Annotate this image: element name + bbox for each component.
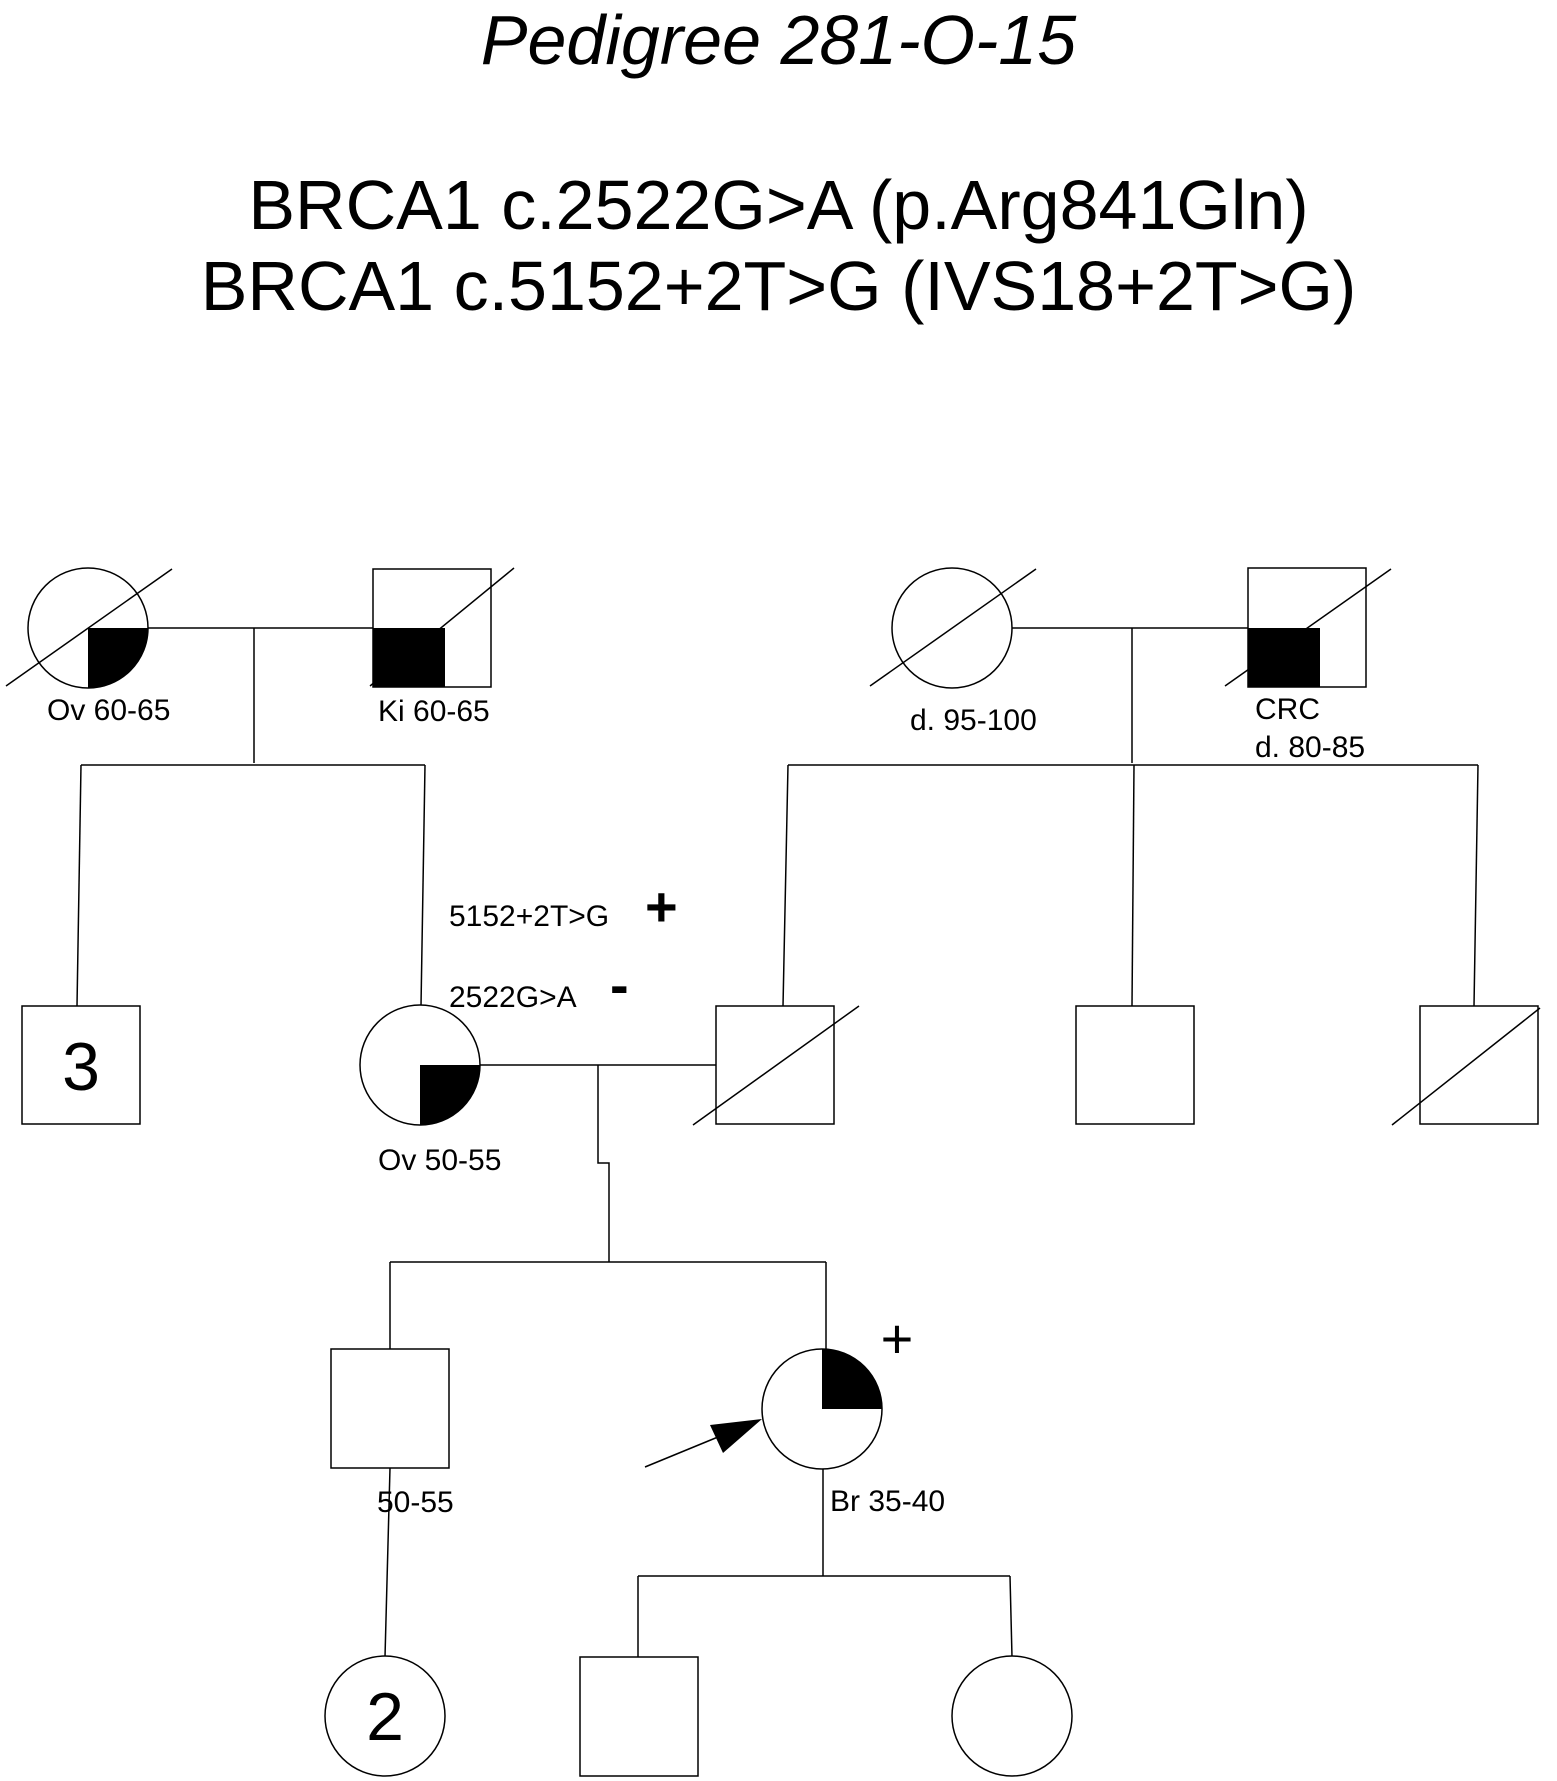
deceased-line	[5, 568, 173, 687]
brother-daughters-symbol: 2	[324, 1655, 446, 1777]
variant-line-1: BRCA1 c.2522G>A (p.Arg841Gln)	[248, 166, 1309, 244]
proband-daughter-symbol	[951, 1655, 1073, 1777]
mother-label: Ov 50-55	[378, 1144, 501, 1177]
proband-arrow-icon	[644, 1419, 762, 1468]
mother-test2-result: -	[610, 953, 629, 1016]
maternal-grandmother-label: Ov 60-65	[47, 694, 170, 727]
deceased-line	[1224, 568, 1392, 687]
brother-symbol	[330, 1348, 450, 1469]
paternal-grandfather-label-line2: d. 80-85	[1255, 731, 1365, 764]
maternal-grandfather-symbol	[369, 567, 515, 688]
paternal-uncle-1-symbol	[1075, 1005, 1195, 1125]
pedigree-title: Pedigree 281-O-15	[480, 1, 1077, 79]
brother-label: 50-55	[377, 1486, 454, 1519]
father-symbol	[692, 1005, 860, 1126]
descent-to-mother	[420, 764, 426, 1007]
paternal-grandfather-label-line1: CRC	[1255, 693, 1320, 726]
descent-to-nieces	[384, 1467, 391, 1658]
deceased-line	[1391, 1007, 1541, 1126]
descent-to-uncle-1	[1131, 764, 1135, 1007]
mother-test1-result: +	[645, 875, 678, 938]
mother-test2-variant: 2522G>A	[449, 981, 577, 1014]
paternal-grandfather-symbol	[1224, 567, 1392, 688]
maternal-grandmother-symbol	[5, 567, 173, 689]
connector-lines	[76, 627, 1479, 1658]
proband-label: Br 35-40	[830, 1485, 945, 1518]
maternal-brothers-symbol: 3	[21, 1005, 141, 1125]
maternal-brothers-count: 3	[62, 1029, 100, 1105]
deceased-line	[869, 568, 1037, 687]
proband-symbol	[761, 1348, 883, 1470]
descent-to-daughter	[1009, 1575, 1013, 1658]
descent-to-father	[782, 764, 789, 1007]
maternal-grandfather-label: Ki 60-65	[378, 695, 490, 728]
proband-test-result: +	[881, 1307, 914, 1370]
deceased-line	[369, 567, 515, 687]
paternal-grandmother-symbol	[869, 567, 1037, 689]
proband-son-symbol	[579, 1656, 699, 1777]
descent-line-parents	[597, 1065, 610, 1262]
paternal-grandmother-label: d. 95-100	[910, 704, 1037, 737]
mother-test1-variant: 5152+2T>G	[449, 900, 609, 933]
descent-to-uncle-2	[1473, 764, 1479, 1007]
deceased-line	[692, 1005, 860, 1126]
descent-to-brothers	[76, 764, 82, 1007]
paternal-uncle-2-symbol	[1391, 1005, 1541, 1126]
mother-symbol	[359, 1004, 481, 1126]
variant-line-2: BRCA1 c.5152+2T>G (IVS18+2T>G)	[200, 247, 1357, 325]
brother-daughters-count: 2	[366, 1679, 404, 1755]
